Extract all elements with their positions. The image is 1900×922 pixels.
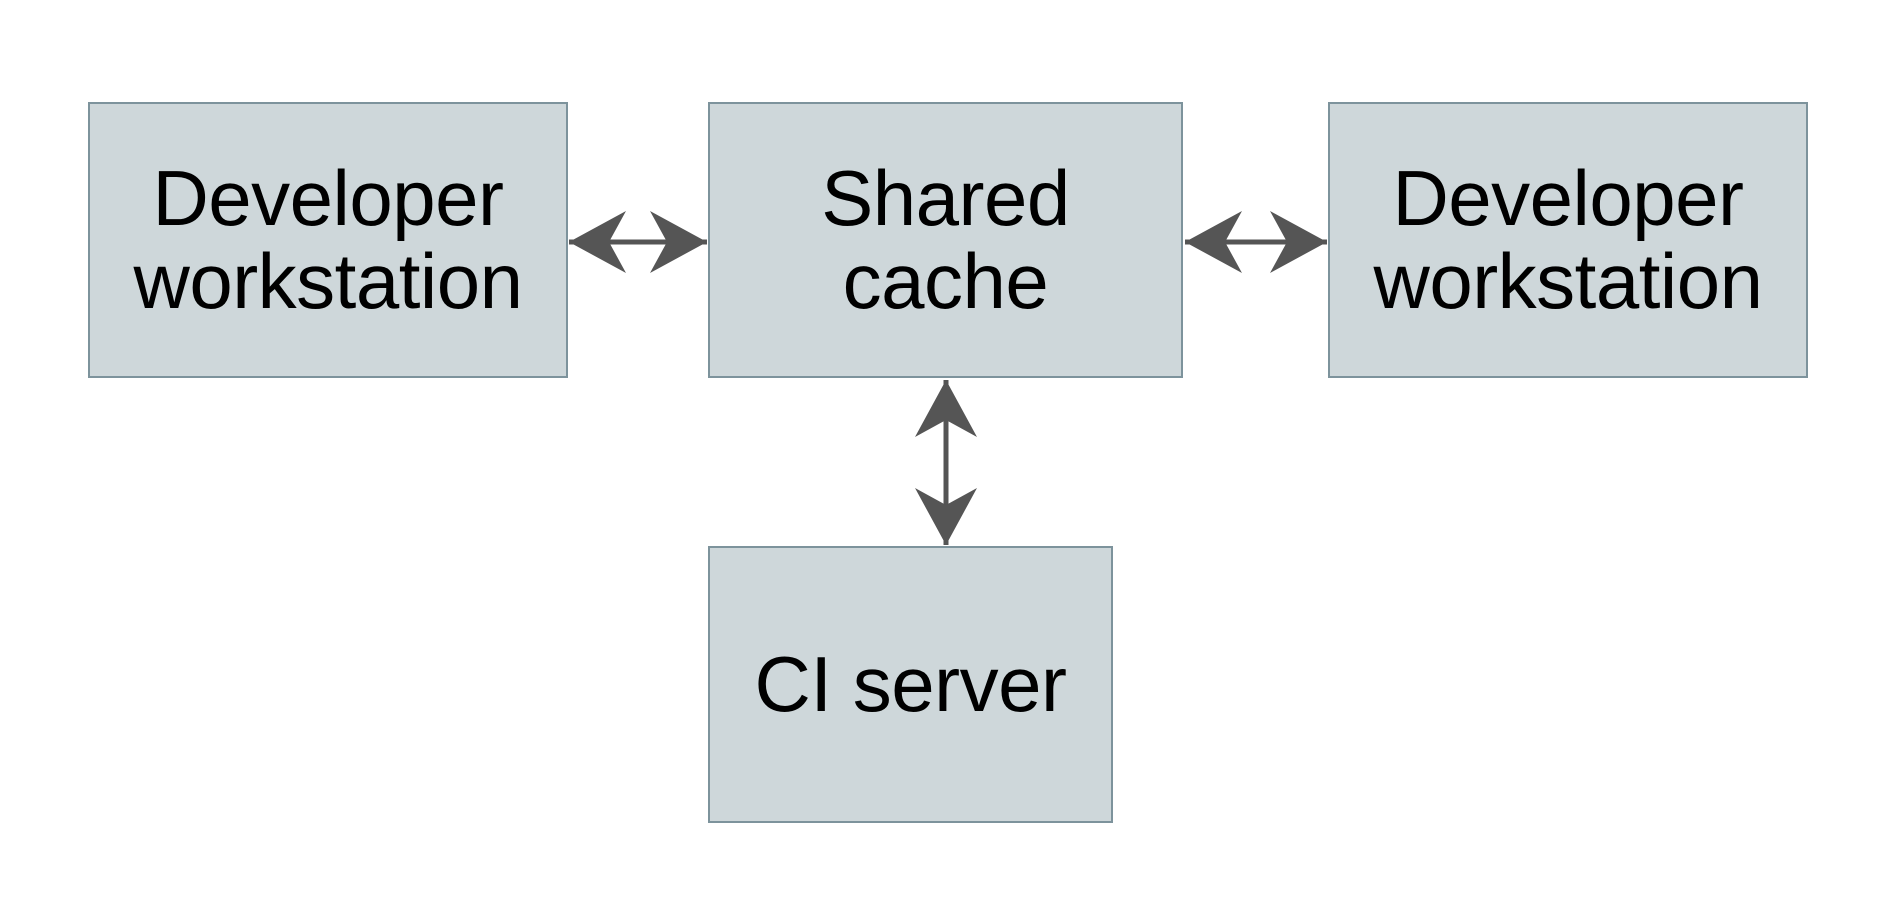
node-label-developer-workstation-left: Developer workstation <box>133 154 524 325</box>
node-ci-server[interactable]: CI server <box>708 546 1113 823</box>
node-label-ci-server: CI server <box>754 640 1067 729</box>
node-developer-workstation-left[interactable]: Developer workstation <box>88 102 568 378</box>
node-label-shared-cache: Shared cache <box>821 154 1070 325</box>
node-label-developer-workstation-right: Developer workstation <box>1373 154 1764 325</box>
connector-shared-cache-to-dev-right[interactable] <box>1178 221 1334 263</box>
connector-dev-left-to-shared-cache[interactable] <box>562 221 714 263</box>
node-shared-cache[interactable]: Shared cache <box>708 102 1183 378</box>
node-developer-workstation-right[interactable]: Developer workstation <box>1328 102 1808 378</box>
connector-shared-cache-to-ci-server[interactable] <box>925 372 967 552</box>
